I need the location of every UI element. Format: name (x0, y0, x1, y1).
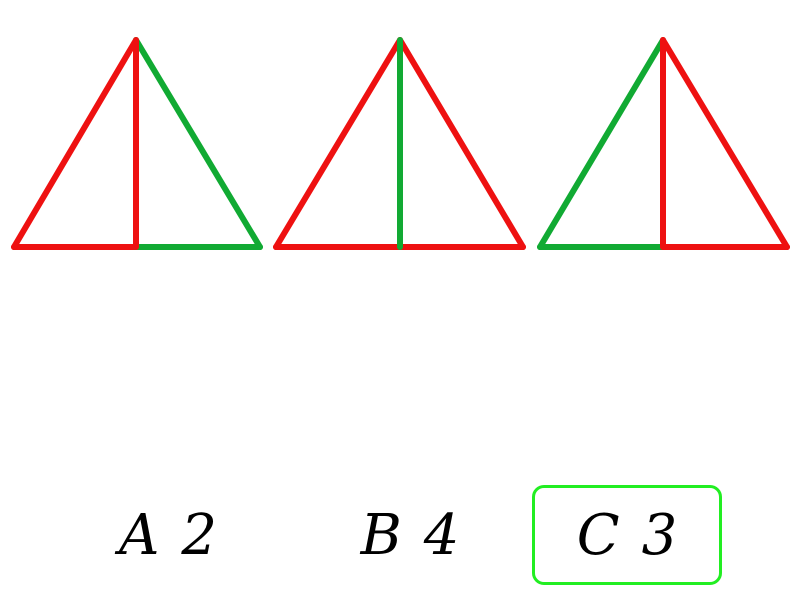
triangle-3-left-side (537, 37, 666, 250)
option-a[interactable]: A 2 (88, 485, 248, 585)
option-b[interactable]: B 4 (330, 485, 490, 585)
option-b-value: 4 (423, 502, 460, 568)
option-a-letter: A (118, 502, 160, 568)
option-c-selected[interactable]: C 3 (532, 485, 722, 585)
triangle-3-right-side (660, 37, 790, 250)
triangle-1 (11, 37, 263, 250)
triangle-3 (537, 37, 790, 250)
option-c-value: 3 (641, 502, 678, 568)
option-b-letter: B (360, 502, 402, 568)
option-c-letter: C (576, 502, 620, 568)
triangle-1-left-side (11, 37, 139, 250)
triangles-figure (11, 37, 790, 250)
triangle-2-left-side (273, 37, 403, 250)
triangle-1-right-side (133, 37, 263, 250)
triangle-2 (273, 37, 526, 250)
option-a-value: 2 (181, 502, 218, 568)
triangle-2-right-side (397, 37, 526, 250)
